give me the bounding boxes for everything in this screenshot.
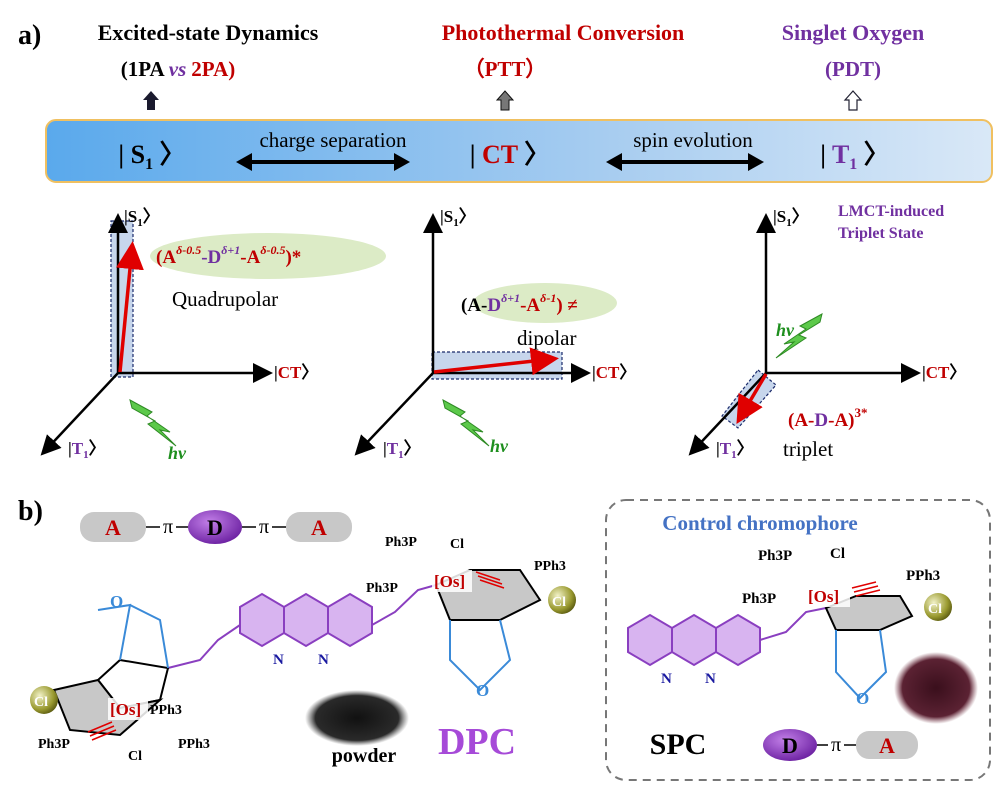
panel-b-label: b) <box>18 496 43 527</box>
svg-text:PPh3: PPh3 <box>178 737 210 752</box>
svg-text:PPh3: PPh3 <box>534 559 566 574</box>
axis-label-t1: |T1〉 <box>383 438 421 461</box>
plot-triplet: |S1〉 |CT〉 |T1〉 LMCT-induced Triplet Stat… <box>688 203 966 461</box>
hv-label: hv <box>168 443 187 463</box>
axis-label-s1: |S1〉 <box>440 206 476 229</box>
hv-label: hv <box>776 320 795 340</box>
axis-label-ct: |CT〉 <box>592 362 636 382</box>
formula-highlight <box>473 283 617 323</box>
svg-text:N: N <box>318 652 329 668</box>
dpc-powder-photo <box>305 690 409 746</box>
lmct-note-line2: Triplet State <box>838 225 923 242</box>
panel-a-label: a) <box>18 20 41 51</box>
quadrupolar-formula: (Aδ-0.5-Dδ+1-Aδ-0.5)* <box>156 243 301 268</box>
svg-text:A: A <box>311 515 327 540</box>
svg-text:PPh3: PPh3 <box>150 703 182 718</box>
axis-label-t1: |T1〉 <box>716 438 754 461</box>
formula-highlight <box>150 233 386 279</box>
state-vector-arrow <box>116 241 144 373</box>
axis-label-ct: |CT〉 <box>274 362 318 382</box>
svg-text:Ph3P: Ph3P <box>758 548 792 564</box>
header-photothermal: Photothermal Conversion <box>442 20 685 45</box>
lightning-icon <box>129 399 177 447</box>
svg-text:Cl: Cl <box>552 595 566 610</box>
svg-text:Cl: Cl <box>128 749 142 764</box>
svg-text:Cl: Cl <box>830 546 845 562</box>
header-pdt: (PDT) <box>825 57 881 81</box>
up-arrow-icon <box>143 91 159 110</box>
hv-label: hv <box>490 436 509 456</box>
dipolar-label: dipolar <box>517 326 576 350</box>
svg-text:Cl: Cl <box>34 695 48 710</box>
svg-text:Ph3P: Ph3P <box>38 737 70 752</box>
spin-evolution-label: spin evolution <box>633 128 753 152</box>
svg-text:[Os]: [Os] <box>434 572 465 591</box>
header-singlet-oxygen: Singlet Oxygen <box>782 20 924 45</box>
spc-molecule: N N O [Os] Ph3P Ph3P Cl PPh3 Cl <box>627 546 952 708</box>
axis-label-s1: |S1〉 <box>124 206 160 229</box>
double-arrow-icon <box>606 153 764 171</box>
double-arrow-icon <box>236 153 410 171</box>
control-chromophore-box <box>605 499 991 781</box>
charge-separation-label: charge separation <box>259 128 407 152</box>
d-pi-a-scheme: D π A <box>763 729 918 761</box>
header-excited-state: Excited-state Dynamics <box>98 20 319 45</box>
svg-text:π: π <box>163 516 173 538</box>
svg-text:Ph3P: Ph3P <box>366 581 398 596</box>
quadrupolar-label: Quadrupolar <box>172 287 278 311</box>
up-arrow-icon <box>843 90 863 111</box>
svg-text:π: π <box>259 516 269 538</box>
svg-text:O: O <box>856 689 869 708</box>
state-vector-arrow <box>736 373 768 425</box>
state-t1: | T1 〉 <box>820 140 890 173</box>
a-pi-d-pi-a-scheme: A π D π A <box>80 510 352 544</box>
svg-text:O: O <box>110 592 123 611</box>
svg-text:D: D <box>782 733 798 758</box>
lightning-icon <box>775 313 823 359</box>
state-vector-arrow <box>433 347 559 376</box>
svg-text:[Os]: [Os] <box>110 700 141 719</box>
svg-text:Cl: Cl <box>450 537 464 552</box>
svg-text:Ph3P: Ph3P <box>742 591 776 607</box>
plot-quadrupolar: |S1〉 |CT〉 |T1〉 (Aδ-0.5-Dδ+1-Aδ-0.5)* Qua… <box>40 206 386 463</box>
svg-text:A: A <box>105 515 121 540</box>
svg-text:Cl: Cl <box>928 602 942 617</box>
dpc-name: DPC <box>438 721 516 763</box>
spc-name: SPC <box>650 728 707 761</box>
axis-label-t1: |T1〉 <box>68 438 106 461</box>
axis-label-ct: |CT〉 <box>922 362 966 382</box>
svg-text:D: D <box>207 515 223 540</box>
lightning-icon <box>442 399 490 447</box>
axis-label-s1: |S1〉 <box>773 206 809 229</box>
triplet-label: triplet <box>783 437 833 461</box>
triplet-formula: (A-D-A)3* <box>788 405 868 431</box>
svg-text:N: N <box>661 671 672 687</box>
powder-label: powder <box>332 745 397 767</box>
control-chromophore-title: Control chromophore <box>662 511 857 535</box>
plot-dipolar: |S1〉 |CT〉 |T1〉 (A-Dδ+1-Aδ-1) ≠ dipolar h… <box>354 206 636 461</box>
svg-text:O: O <box>476 681 489 700</box>
lmct-note-line1: LMCT-induced <box>838 203 944 220</box>
state-s1: | S1 〉 <box>118 140 185 173</box>
state-ct: | CT 〉 <box>470 140 550 169</box>
svg-text:N: N <box>705 671 716 687</box>
dipolar-formula: (A-Dδ+1-Aδ-1) ≠ <box>461 291 578 316</box>
highlight-box <box>721 369 777 429</box>
header-ptt: （PTT） <box>464 57 547 81</box>
svg-text:[Os]: [Os] <box>808 587 839 606</box>
svg-text:A: A <box>879 733 895 758</box>
svg-text:N: N <box>273 652 284 668</box>
svg-text:π: π <box>831 734 841 756</box>
svg-text:PPh3: PPh3 <box>906 568 940 584</box>
svg-text:Ph3P: Ph3P <box>385 535 417 550</box>
spc-powder-photo <box>894 652 978 724</box>
up-arrow-icon <box>495 90 515 111</box>
dpc-molecule: N N O [Os] PPh3 PPh3 Cl Ph3P Cl O [Os] P… <box>30 535 576 764</box>
